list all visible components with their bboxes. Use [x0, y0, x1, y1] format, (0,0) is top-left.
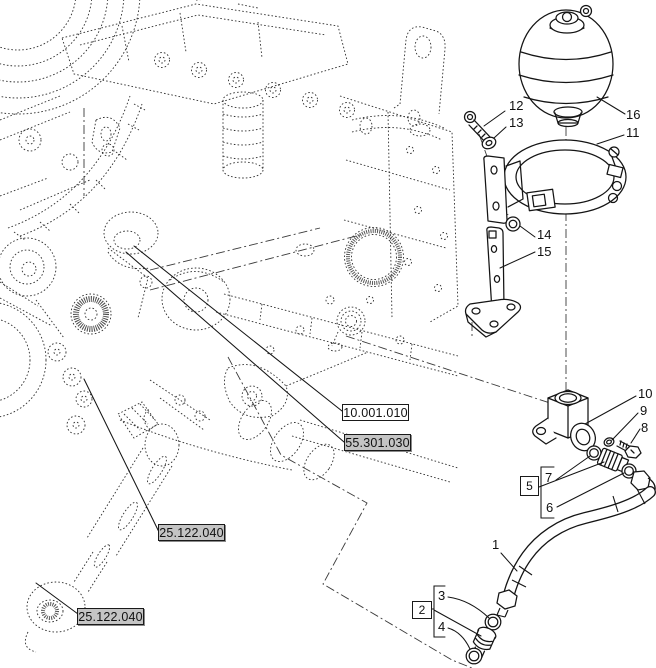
callout-14: 14 — [537, 227, 552, 242]
callout-3: 3 — [438, 588, 446, 603]
callout-15: 15 — [537, 244, 552, 259]
reference-link-10-001-010[interactable]: 10.001.010 — [342, 404, 409, 421]
hose-end-hex — [496, 589, 518, 610]
boundary-line — [227, 356, 473, 668]
callout-7: 7 — [545, 470, 553, 485]
callout-2-label: 2 — [418, 603, 426, 617]
bracket-2 — [433, 585, 446, 638]
callout-12: 12 — [509, 98, 524, 113]
reference-label: 25.122.040 — [159, 525, 224, 540]
callout-16: 16 — [626, 107, 641, 122]
callout-4: 4 — [438, 619, 446, 634]
callout-6: 6 — [546, 500, 554, 515]
reference-link-25-122-040-upper[interactable]: 25.122.040 — [158, 524, 225, 541]
callout-box-2: 2 — [412, 601, 432, 619]
phantom-centerlines — [83, 108, 567, 668]
callout-13: 13 — [509, 115, 524, 130]
o-ring-4 — [465, 647, 483, 665]
accumulator-sphere — [518, 4, 614, 128]
leader-lines — [35, 96, 641, 650]
reference-label: 10.001.010 — [343, 405, 408, 420]
callout-10: 10 — [638, 386, 653, 401]
reference-link-25-122-040-lower[interactable]: 25.122.040 — [77, 608, 144, 625]
union-fitting — [596, 447, 630, 473]
bracket-5 — [540, 466, 555, 519]
callout-9: 9 — [640, 403, 648, 418]
washer-13 — [481, 136, 497, 150]
washer — [603, 437, 615, 447]
reference-label: 55.301.030 — [345, 435, 410, 450]
callout-8: 8 — [641, 420, 649, 435]
accumulator-clamp — [483, 139, 627, 224]
bolt — [616, 440, 642, 459]
callout-box-5: 5 — [520, 476, 539, 496]
callout-1: 1 — [492, 537, 500, 552]
reference-label: 25.122.040 — [78, 609, 143, 624]
valve-block — [532, 389, 596, 452]
engine-phantom-art — [0, 0, 459, 653]
o-ring-6 — [621, 463, 637, 479]
hydraulic-hose — [496, 470, 656, 618]
callout-11: 11 — [626, 125, 640, 140]
reference-link-55-301-030[interactable]: 55.301.030 — [344, 434, 411, 451]
support-bracket — [464, 226, 522, 338]
nut — [505, 216, 521, 232]
callout-5-label: 5 — [526, 479, 533, 493]
